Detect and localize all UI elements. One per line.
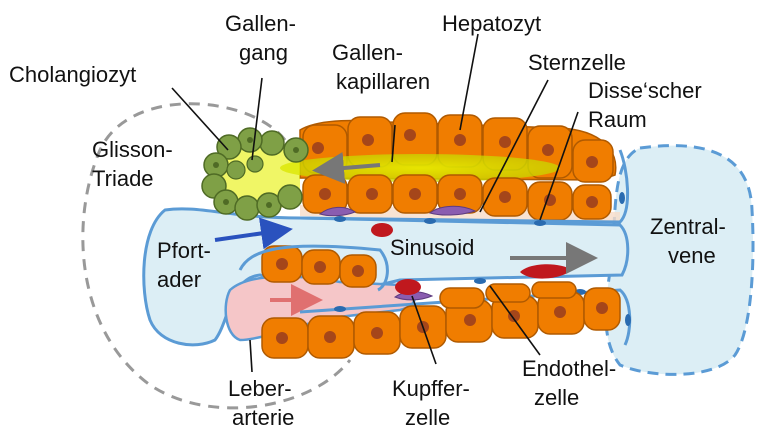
- label-endothelzelle-2: zelle: [534, 385, 579, 410]
- label-kupfferzelle-1: Kupffer-: [392, 376, 470, 401]
- label-glisson-2: Triade: [92, 166, 154, 191]
- label-zentralvene-2: vene: [668, 243, 716, 268]
- label-gallenkapillaren-1: Gallen-: [332, 40, 403, 65]
- label-zentralvene-1: Zentral-: [650, 214, 726, 239]
- label-sternzelle: Sternzelle: [528, 50, 626, 75]
- label-leberarterie-2: arterie: [232, 405, 294, 430]
- label-pfortader-2: ader: [157, 267, 201, 292]
- label-gallengang-1: Gallen-: [225, 11, 296, 36]
- label-disse-1: Disse‘scher: [588, 78, 702, 103]
- label-sinusoid: Sinusoid: [390, 235, 474, 260]
- label-gallengang-2: gang: [239, 40, 288, 65]
- label-hepatozyt: Hepatozyt: [442, 11, 541, 36]
- label-endothelzelle-1: Endothel-: [522, 356, 616, 381]
- label-gallenkapillaren-2: kapillaren: [336, 69, 430, 94]
- label-kupfferzelle-2: zelle: [405, 405, 450, 430]
- label-pfortader-1: Pfort-: [157, 238, 211, 263]
- label-disse-2: Raum: [588, 107, 647, 132]
- label-leberarterie-1: Leber-: [228, 376, 292, 401]
- label-cholangiozyt: Cholangiozyt: [9, 62, 136, 87]
- label-glisson-1: Glisson-: [92, 137, 173, 162]
